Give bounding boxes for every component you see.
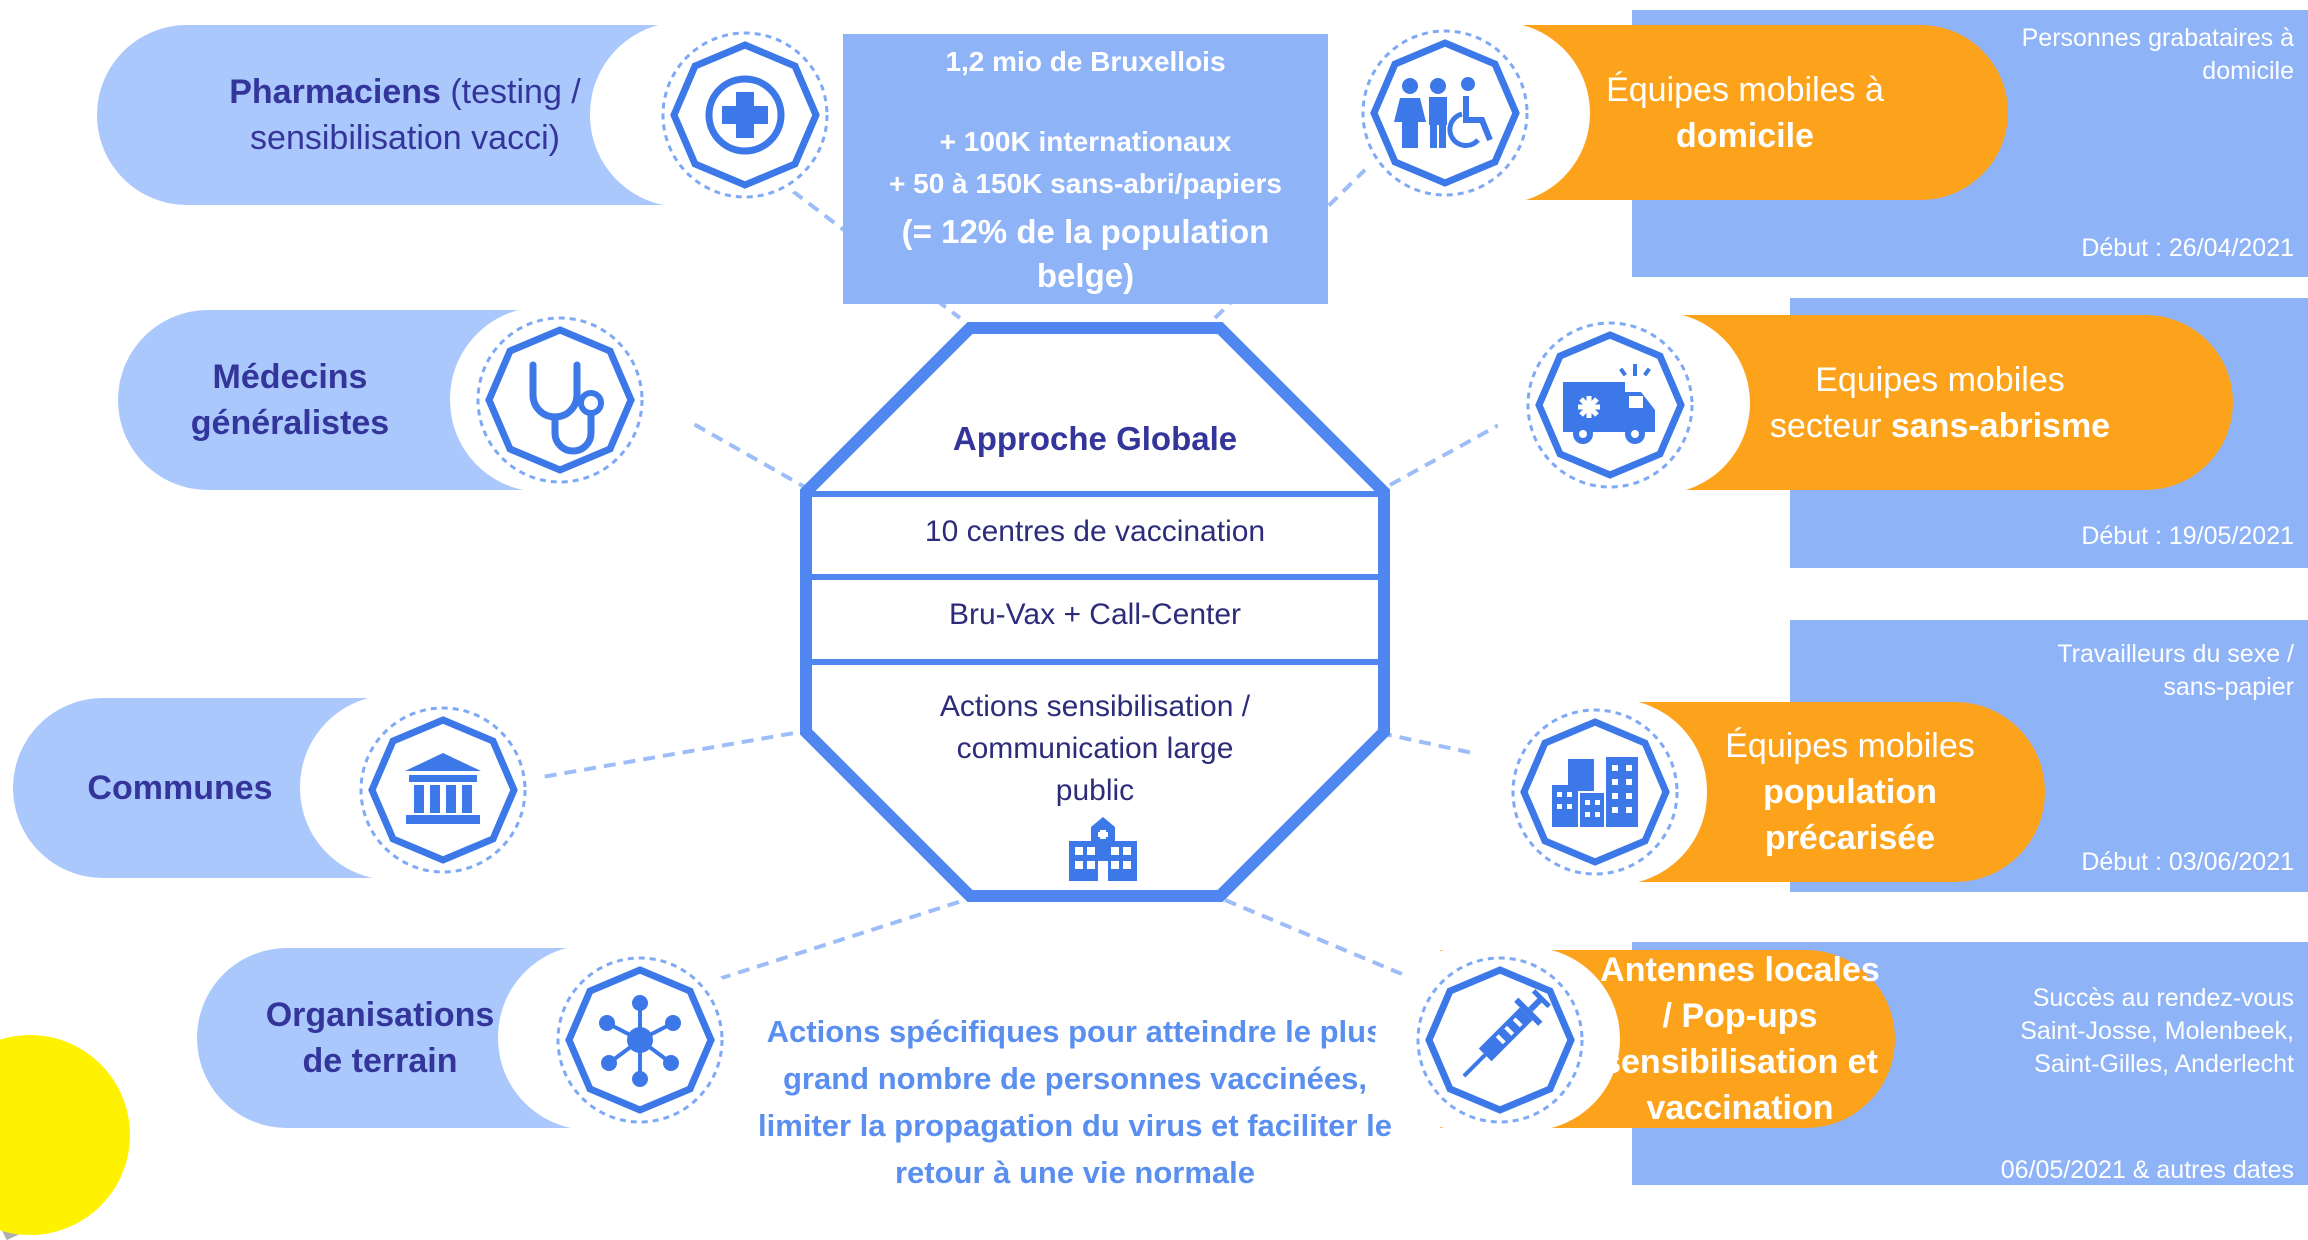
- info-top-text: Succès au rendez-vous Saint-Josse, Molen…: [2020, 984, 2294, 1078]
- family-icon: [1361, 29, 1529, 197]
- info-start-date: Début : 03/06/2021: [2081, 848, 2294, 876]
- population-line2: + 100K internationaux: [939, 126, 1232, 157]
- town-hall-icon: [359, 706, 527, 874]
- population-precarisee-bold: population précarisée: [1763, 773, 1937, 857]
- central-octagon: [800, 322, 1390, 902]
- population-box: 1,2 mio de Bruxellois + 100K internation…: [843, 34, 1328, 304]
- pharmaciens-rest: (testing / sensibilisation vacci): [250, 73, 581, 157]
- info-start-date: Début : 19/05/2021: [2081, 522, 2294, 550]
- sans-abrisme-label: Equipes mobiles secteur sans-abrisme: [1760, 315, 2120, 490]
- domicile-bold: domicile: [1676, 116, 1814, 155]
- connector-line: [1389, 403, 1536, 487]
- info-start-date: Début : 26/04/2021: [2081, 234, 2294, 262]
- connector-line: [699, 898, 966, 987]
- population-precarisee-label: Équipes mobiles population précarisée: [1700, 702, 2000, 882]
- octagon-row-bruvax: Bru-Vax + Call-Center: [948, 598, 1242, 631]
- organisations-bold: Organisations de terrain: [265, 996, 495, 1080]
- domicile-text: Équipes mobiles à: [1606, 70, 1884, 109]
- antennes-locales-bold: Antennes locales / Pop-ups sensibilisati…: [1600, 951, 1880, 1127]
- info-top-text: Travailleurs du sexe / sans-papier: [2057, 640, 2294, 701]
- connector-line: [524, 730, 801, 782]
- population-line4: (= 12% de la population belge): [901, 213, 1270, 294]
- communes-bold: Communes: [87, 769, 273, 807]
- info-top-text: Personnes grabataires à domicile: [2021, 24, 2294, 85]
- network-icon: [556, 956, 724, 1124]
- population-line1: 1,2 mio de Bruxellois: [945, 46, 1226, 77]
- medecins-bold: Médecins généralistes: [190, 358, 390, 442]
- pharmaciens-bold: Pharmaciens: [229, 73, 441, 111]
- population-line3: + 50 à 150K sans-abri/papiers: [889, 168, 1282, 199]
- syringe-icon: [1416, 956, 1584, 1124]
- medecins-label: Médecins généralistes: [150, 310, 430, 490]
- hospital-icon: [1069, 817, 1137, 881]
- buildings-icon: [1511, 708, 1679, 876]
- organisations-label: Organisations de terrain: [265, 948, 495, 1128]
- info-date: 06/05/2021 & autres dates: [2000, 1156, 2294, 1184]
- connector-line: [624, 383, 811, 492]
- ambulance-icon: [1526, 321, 1694, 489]
- octagon-title: Approche Globale: [952, 420, 1238, 457]
- communes-label: Communes: [60, 698, 300, 878]
- medical-cross-icon: [661, 31, 829, 199]
- population-precarisee-text: Équipes mobiles: [1725, 727, 1975, 765]
- pharmaciens-label: Pharmaciens (testing / sensibilisation v…: [180, 25, 630, 205]
- domicile-label: Équipes mobiles à domicile: [1590, 25, 1900, 200]
- antennes-locales-label: Antennes locales / Pop-ups sensibilisati…: [1590, 950, 1890, 1128]
- sans-abrisme-text: Equipes mobiles secteur: [1769, 360, 2065, 445]
- stethoscope-icon: [476, 316, 644, 484]
- sans-abrisme-bold: sans-abrisme: [1890, 406, 2111, 445]
- octagon-row-vaccination-centres: 10 centres de vaccination: [924, 515, 1266, 548]
- octagon-row-actions: Actions sensibilisation / communication …: [939, 690, 1251, 807]
- bottom-message: Actions spécifiques pour atteindre le pl…: [758, 1014, 1392, 1190]
